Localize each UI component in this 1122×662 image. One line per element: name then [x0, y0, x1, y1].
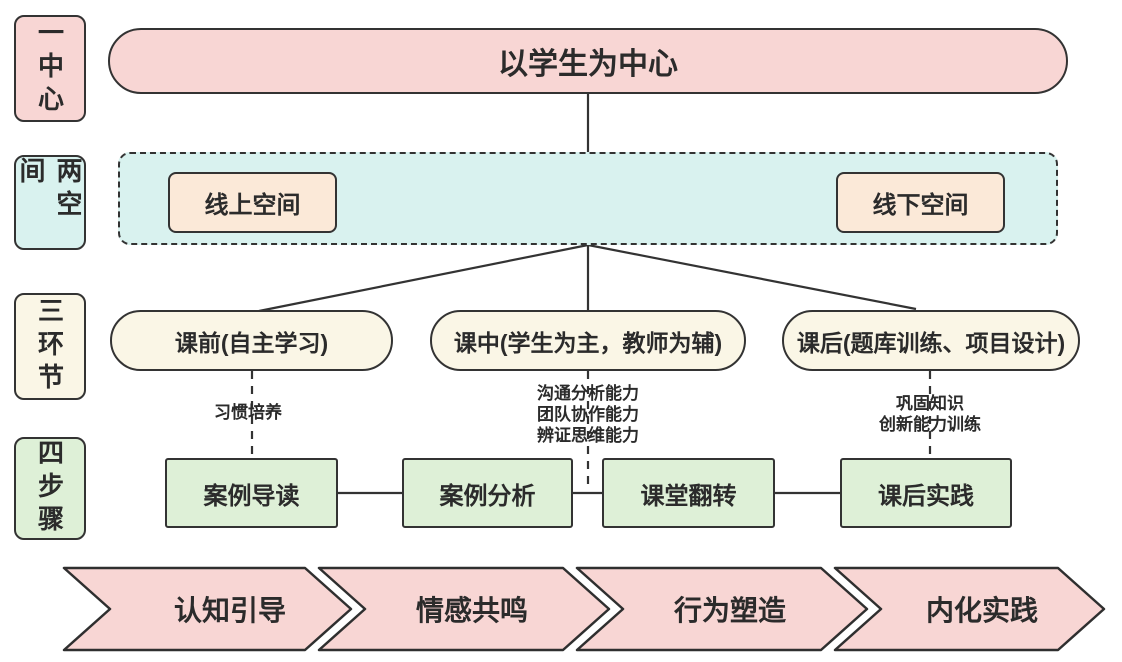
process-arrow-label-3: 行为塑造 [673, 595, 786, 626]
note-stage-2-line-1: 沟通分析能力 [537, 384, 639, 403]
node-step-flipped-classroom: 课堂翻转 [602, 458, 775, 528]
node-stage-in-class: 课中(学生为主，教师为辅) [430, 310, 746, 371]
node-step-after-class-practice: 课后实践 [840, 458, 1012, 528]
node-step-case-analysis: 案例分析 [402, 458, 573, 528]
node-step-case-intro: 案例导读 [165, 458, 338, 528]
node-stage-before-class: 课前(自主学习) [110, 310, 393, 371]
note-stage-2-line-2: 团队协作能力 [537, 405, 639, 424]
process-arrow-label-1: 认知引导 [173, 595, 286, 626]
note-stage-2: 沟通分析能力 团队协作能力 辨证思维能力 [512, 383, 664, 446]
node-offline-space: 线下空间 [836, 172, 1005, 233]
connector-spaces-to-stage-1 [258, 243, 589, 313]
process-arrow-shape-2 [317, 566, 611, 652]
rail-label-two-spaces: 两空间 [14, 155, 86, 250]
node-student-centered: 以学生为中心 [108, 28, 1068, 94]
process-arrow-shape-4 [833, 566, 1106, 652]
process-arrow-shape-1 [62, 566, 353, 652]
node-online-space: 线上空间 [168, 172, 337, 233]
rail-label-three-stages: 三环节 [14, 293, 86, 400]
note-stage-3-line-1: 巩固知识 [896, 394, 964, 413]
note-stage-2-line-3: 辨证思维能力 [537, 426, 639, 445]
rail-label-one-center: 一中心 [14, 15, 86, 122]
process-arrow-label-4: 内化实践 [925, 595, 1038, 626]
note-stage-1: 习惯培养 [172, 402, 324, 423]
note-stage-1-line-1: 习惯培养 [214, 403, 282, 422]
connector-spaces-to-stage-3 [587, 243, 917, 311]
note-stage-3-line-2: 创新能力训练 [879, 415, 981, 434]
process-arrow-label-2: 情感共鸣 [415, 595, 528, 626]
rail-label-four-steps: 四步骤 [14, 437, 86, 540]
note-stage-3: 巩固知识 创新能力训练 [854, 393, 1006, 435]
process-arrow-shape-3 [575, 566, 869, 652]
node-stage-after-class: 课后(题库训练、项目设计) [782, 310, 1080, 371]
